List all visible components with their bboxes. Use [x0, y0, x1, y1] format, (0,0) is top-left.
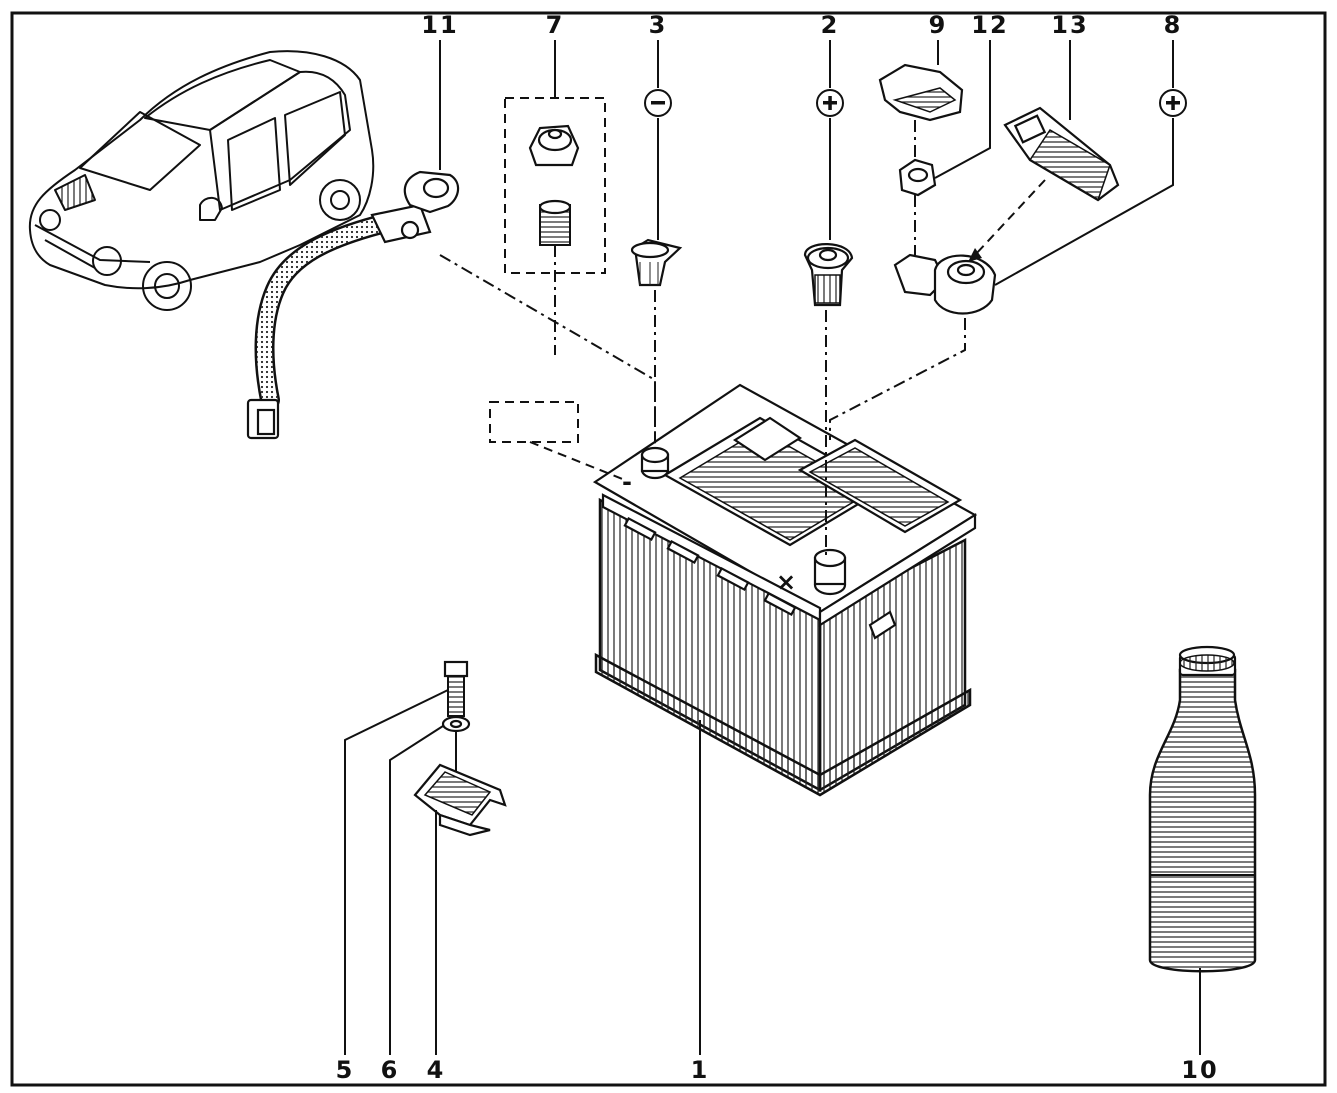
part-5-bolt [443, 660, 469, 717]
battery: × - [592, 383, 978, 797]
callout-8: 8 [1164, 11, 1183, 39]
callout-13: 13 [1051, 11, 1088, 39]
part-3-negative-terminal-cover [630, 238, 683, 287]
label-placeholder [489, 401, 579, 443]
battery-x-mark: × [776, 568, 796, 596]
polarity-symbols [644, 89, 1187, 117]
part-13-terminal-cover [1003, 106, 1120, 202]
callout-11: 11 [421, 11, 458, 39]
callout-6: 6 [381, 1056, 400, 1084]
part-12-nut [898, 158, 937, 197]
part-9-terminal-clip [878, 63, 964, 122]
callout-1: 1 [691, 1056, 710, 1084]
part-4-hold-down-clamp [413, 763, 507, 837]
callout-10: 10 [1181, 1056, 1218, 1084]
callout-2: 2 [821, 11, 840, 39]
callout-9: 9 [929, 11, 948, 39]
part-2-positive-terminal-cover [803, 243, 854, 307]
car-illustration [28, 50, 375, 311]
callout-4: 4 [427, 1056, 446, 1084]
callout-7: 7 [546, 11, 565, 39]
callout-5: 5 [336, 1056, 355, 1084]
part-8-positive-clamp [893, 253, 997, 315]
part-6-washer [441, 715, 471, 733]
diagram-frame [10, 11, 1327, 1087]
battery-cable [246, 170, 460, 440]
part-10-distilled-water-bottle [1148, 645, 1257, 973]
leader-lines [344, 40, 1201, 1055]
battery-minus-mark: - [622, 468, 632, 496]
callout-12: 12 [971, 11, 1008, 39]
part-7-vent-assembly [504, 97, 606, 355]
callout-3: 3 [649, 11, 668, 39]
